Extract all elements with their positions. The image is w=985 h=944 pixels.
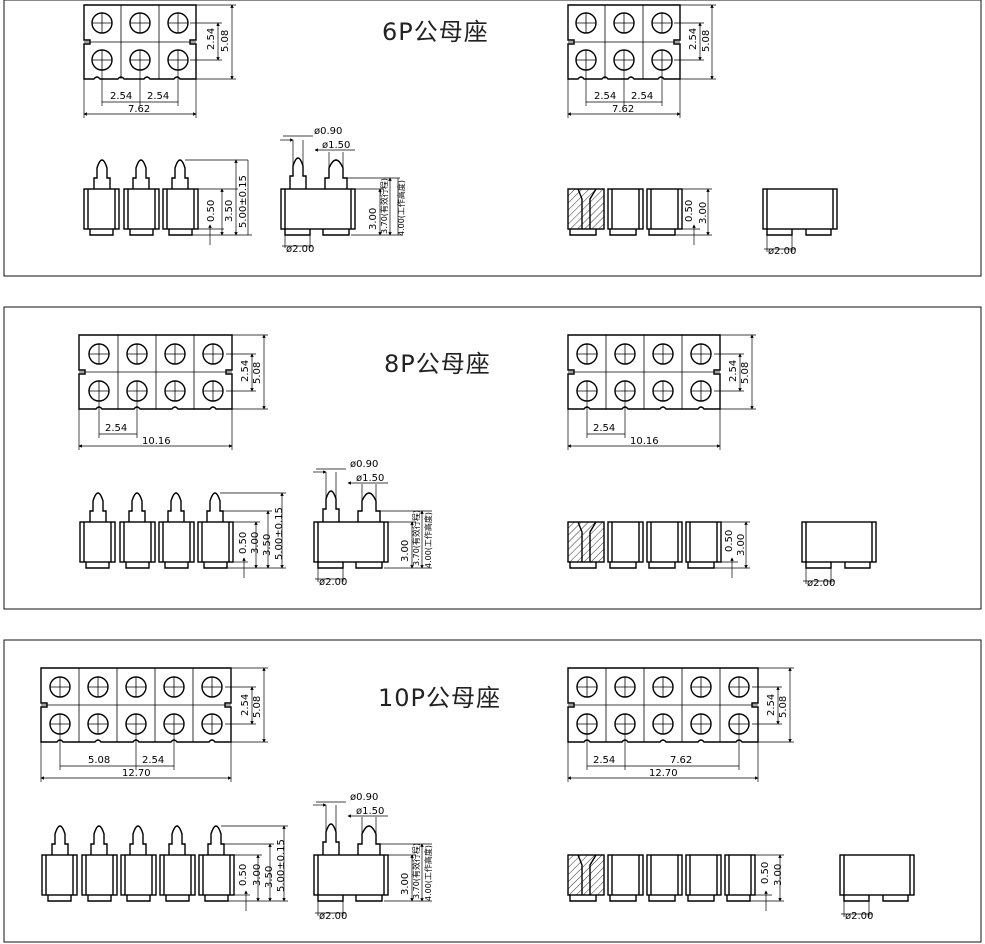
dim-base-dia: ø2.00	[319, 911, 347, 922]
dim-d2: 3.00	[250, 532, 261, 554]
dim-d1: 0.50	[238, 532, 249, 554]
dim-pitch-h1: 2.54	[594, 91, 616, 102]
dim-h3: 4.00(工作高度)	[423, 845, 433, 901]
dim-base-dia: ø2.00	[286, 244, 314, 255]
dim-d1: 0.50	[760, 862, 771, 884]
top-view-right: 2.54 5.08 2.54 10.16	[567, 334, 756, 450]
dim-d2: 3.00	[698, 202, 709, 224]
dim-h3: 4.00(工作高度)	[423, 512, 433, 568]
dim-pin-dia: ø0.90	[350, 792, 378, 803]
dim-dia: ø2.00	[845, 911, 873, 922]
dim-height: 5.08	[220, 30, 231, 52]
dim-tip-dia: ø1.50	[356, 473, 384, 484]
dim-pitch-v: 2.54	[766, 694, 777, 716]
panel-10p: 10P公母座	[3, 639, 982, 943]
end-view: ø2.00	[762, 188, 838, 257]
dim-width: 7.62	[612, 104, 634, 115]
dim-pitch-h2: 2.54	[142, 755, 164, 766]
dim-base-dia: ø2.00	[319, 577, 347, 588]
dim-d4: 5.00±0.15	[276, 839, 287, 892]
dim-width: 12.70	[122, 768, 151, 779]
dim-d1: 0.50	[724, 530, 735, 552]
dim-dia: ø2.00	[807, 578, 835, 589]
dim-pitch-v: 2.54	[206, 28, 217, 50]
top-view-right: 2.54 5.08 2.54 2.54 7.62	[567, 4, 716, 118]
dim-height: 5.08	[740, 362, 751, 384]
side-view-right: 0.50 3.00	[567, 521, 750, 578]
dim-d3: 3.50	[262, 534, 273, 556]
dim-pitch-h1: 2.54	[110, 91, 132, 102]
dim-pitch-h2: 7.62	[670, 755, 692, 766]
dim-height: 5.08	[701, 30, 712, 52]
dim-pitch-h1: 2.54	[593, 423, 615, 434]
dim-d3: 5.00±0.15	[238, 175, 249, 228]
dim-h3: 4.00(工作高度)	[396, 180, 406, 236]
dim-h1: 3.00	[400, 540, 411, 562]
dim-h2: 3.70(有效行程)	[379, 178, 389, 234]
dim-pitch-v: 2.54	[728, 360, 739, 382]
dim-height: 5.08	[778, 696, 789, 718]
side-view-middle: ø0.90 ø1.50 ø2.00 3.00 3.70(有效行程) 4.00(工…	[280, 126, 406, 255]
dim-tip-dia: ø1.50	[356, 806, 384, 817]
dim-h1: 3.00	[400, 873, 411, 895]
dim-pin-dia: ø0.90	[350, 459, 378, 470]
dim-d1: 0.50	[206, 200, 217, 222]
side-view-middle: ø0.90 ø1.50 ø2.00 3.00 3.70(有效行程) 4.00(工…	[313, 792, 433, 922]
dim-d3: 3.50	[264, 866, 275, 888]
top-view-left: 2.54 5.08 5.08 2.54 12.70	[40, 667, 268, 782]
dim-width: 12.70	[649, 768, 678, 779]
dim-pin-dia: ø0.90	[314, 126, 342, 137]
dim-pitch-h2: 2.54	[147, 91, 169, 102]
top-view-left: 2.54 5.08 2.54 10.16	[78, 334, 268, 450]
side-view-middle: ø0.90 ø1.50 ø2.00 3.00 3.70(有效行程) 4.00(工…	[313, 459, 433, 588]
dim-dia: ø2.00	[768, 246, 796, 257]
dim-d4: 5.00±0.15	[274, 507, 285, 560]
dim-tip-dia: ø1.50	[322, 140, 350, 151]
dim-width: 10.16	[630, 436, 659, 447]
side-view-left: 0.50 3.50 5.00±0.15	[83, 159, 252, 245]
panel-title: 8P公母座	[384, 350, 491, 378]
end-view: ø2.00	[839, 854, 915, 922]
top-view-right: 2.54 5.08 2.54 7.62 12.70	[567, 667, 794, 782]
dim-d2: 3.50	[224, 200, 235, 222]
end-view: ø2.00	[801, 521, 877, 589]
dim-width: 10.16	[142, 436, 171, 447]
dim-d1: 0.50	[684, 200, 695, 222]
side-view-right: 0.50 3.00	[567, 854, 784, 911]
dim-pitch-h1: 2.54	[593, 755, 615, 766]
dim-pitch-h1: 2.54	[105, 423, 127, 434]
dim-pitch-v: 2.54	[688, 28, 699, 50]
panel-6p: 6P公母座	[3, 0, 982, 277]
dim-d2: 3.00	[736, 534, 747, 556]
dim-width: 7.62	[128, 104, 150, 115]
dim-h2: 3.70(有效行程)	[411, 843, 421, 899]
dim-h2: 3.70(有效行程)	[411, 510, 421, 566]
panel-title: 6P公母座	[382, 18, 489, 46]
dim-height: 5.08	[252, 696, 263, 718]
panel-8p: 8P公母座	[3, 306, 982, 610]
top-view-left: 2.54 5.08 2.54 2.54 7.62	[83, 4, 236, 118]
side-view-left: 0.50 3.00 3.50 5.00±0.15	[41, 825, 288, 911]
dim-h1: 3.00	[368, 208, 379, 230]
dim-pitch-h1: 5.08	[88, 755, 110, 766]
dim-pitch-v: 2.54	[240, 360, 251, 382]
dim-pitch-h2: 2.54	[631, 91, 653, 102]
side-view-left: 0.50 3.00 3.50 5.00±0.15	[79, 492, 286, 578]
dim-d1: 0.50	[238, 864, 249, 886]
side-view-right: 0.50 3.00	[567, 188, 712, 245]
dim-d2: 3.00	[252, 864, 263, 886]
dim-height: 5.08	[252, 362, 263, 384]
dim-pitch-v: 2.54	[240, 694, 251, 716]
panel-title: 10P公母座	[378, 684, 501, 712]
dim-d2: 3.00	[773, 864, 784, 886]
